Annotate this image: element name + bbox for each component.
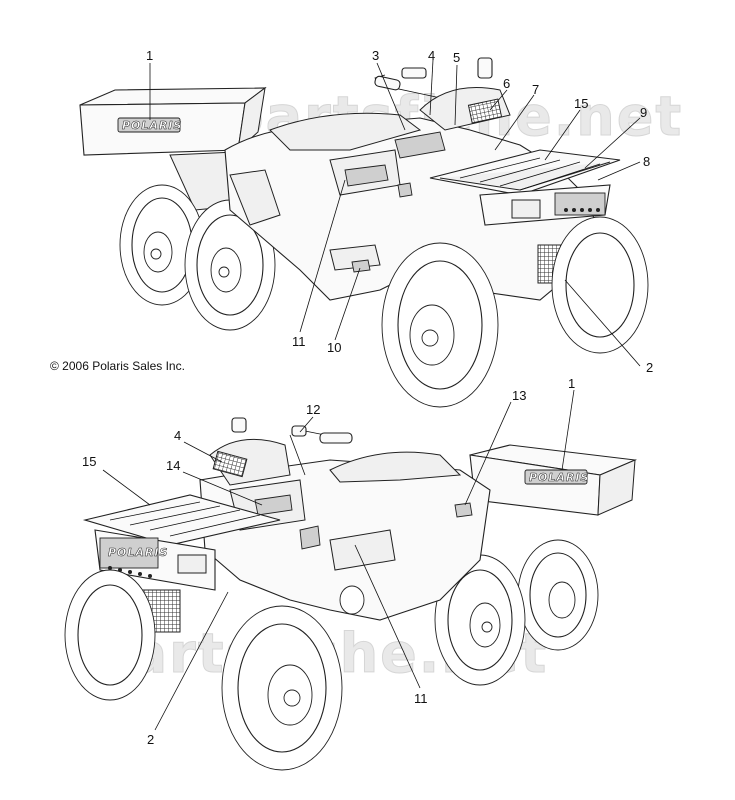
top-leader-lines [149, 59, 641, 367]
footrest [339, 585, 365, 615]
callout-3: 3 [372, 48, 379, 63]
bottom-callouts: 12 13 1 4 15 14 11 2 [82, 376, 575, 747]
callout-1-top: 1 [146, 48, 153, 63]
callout-5: 5 [453, 50, 460, 65]
decal-14 [254, 494, 293, 516]
callout-11-top: 11 [292, 334, 306, 349]
callout-14: 14 [166, 458, 180, 473]
rear-wheel-1 [119, 184, 205, 306]
callout-1-bottom: 1 [568, 376, 575, 391]
callout-2-top: 2 [646, 360, 653, 375]
callout-8: 8 [643, 154, 650, 169]
callout-13: 13 [512, 388, 526, 403]
polaris-decal [117, 117, 181, 133]
callout-4-top: 4 [428, 48, 435, 63]
front-rack: POLARIS [82, 494, 281, 591]
front-rack [429, 149, 621, 226]
decal-front [99, 537, 159, 569]
seat [269, 112, 422, 151]
mirror-right [291, 425, 307, 437]
polaris-logo-text: POLARIS [529, 471, 589, 484]
callout-11-bottom: 11 [414, 691, 428, 706]
callout-12: 12 [306, 402, 320, 417]
seat [329, 451, 462, 483]
callout-15-top: 15 [574, 96, 588, 111]
pod-decal-6 [467, 98, 503, 124]
rear-wheel-2 [184, 199, 276, 331]
atv-bottom-illustration: POLARIS [64, 417, 638, 771]
decal-10 [351, 259, 371, 273]
callout-9: 9 [640, 105, 647, 120]
callout-2-bottom: 2 [147, 732, 154, 747]
polaris-decal [524, 469, 588, 485]
handlebars [209, 417, 353, 486]
rear-wheel-1 [517, 539, 599, 651]
mirror-left [401, 67, 427, 79]
callout-7: 7 [532, 82, 539, 97]
front-wheel-left [64, 569, 156, 701]
callout-6: 6 [503, 76, 510, 91]
front-wheel-right [221, 605, 343, 771]
atv-top-illustration: POLARIS [79, 57, 649, 408]
callout-10: 10 [327, 340, 341, 355]
decal-7 [394, 131, 446, 159]
cargo-box: POLARIS [79, 86, 267, 156]
polaris-logo-text: POLARIS [108, 546, 168, 559]
rear-wheel-2 [434, 554, 526, 686]
front-wheel-right [551, 216, 649, 354]
handlebars [374, 57, 511, 131]
rear-fender [229, 169, 281, 226]
front-wheel-left [381, 242, 499, 408]
callout-4-bottom: 4 [174, 428, 181, 443]
top-callouts: 1 3 4 5 6 7 15 9 8 11 10 2 [146, 48, 653, 375]
decal-11 [344, 164, 389, 187]
decal-11-area [329, 529, 396, 571]
headlight [177, 554, 207, 574]
atv-body [199, 451, 491, 621]
pod-decal-4 [212, 450, 248, 478]
cargo-box: POLARIS [469, 444, 638, 516]
headlight [511, 199, 541, 219]
polaris-logo-text: POLARIS [122, 119, 182, 132]
callout-15-bottom: 15 [82, 454, 96, 469]
mirror-left [231, 417, 247, 433]
decal-13 [454, 502, 473, 518]
copyright-text: © 2006 Polaris Sales Inc. [50, 359, 185, 373]
mirror-right [477, 57, 493, 79]
bottom-leader-lines [102, 389, 575, 731]
